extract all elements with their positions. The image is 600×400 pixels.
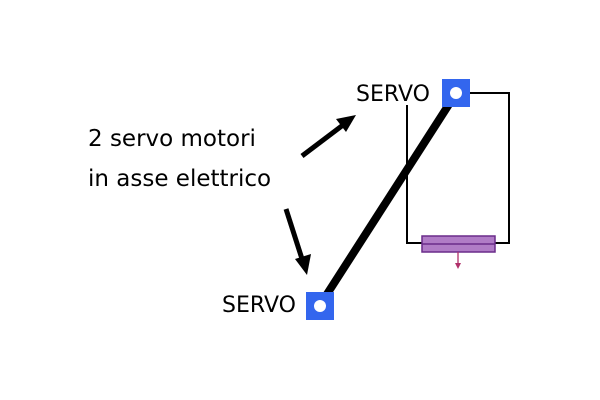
caption-line-2: in asse elettrico (88, 166, 272, 192)
caption-line-1: 2 servo motori (88, 126, 256, 152)
servo-bottom-icon (306, 292, 334, 320)
frame-right-loop (406, 92, 510, 244)
servo-arm (316, 92, 459, 308)
arrow-to-top-servo-head (336, 115, 356, 132)
arrow-to-bottom-servo (283, 208, 306, 263)
servo-top-icon (442, 79, 470, 107)
arrow-to-bottom-servo-head (295, 254, 311, 275)
servo-label-bottom: SERVO (222, 293, 296, 318)
servo-label-top: SERVO (356, 82, 430, 107)
arrow-to-top-servo (300, 120, 349, 158)
